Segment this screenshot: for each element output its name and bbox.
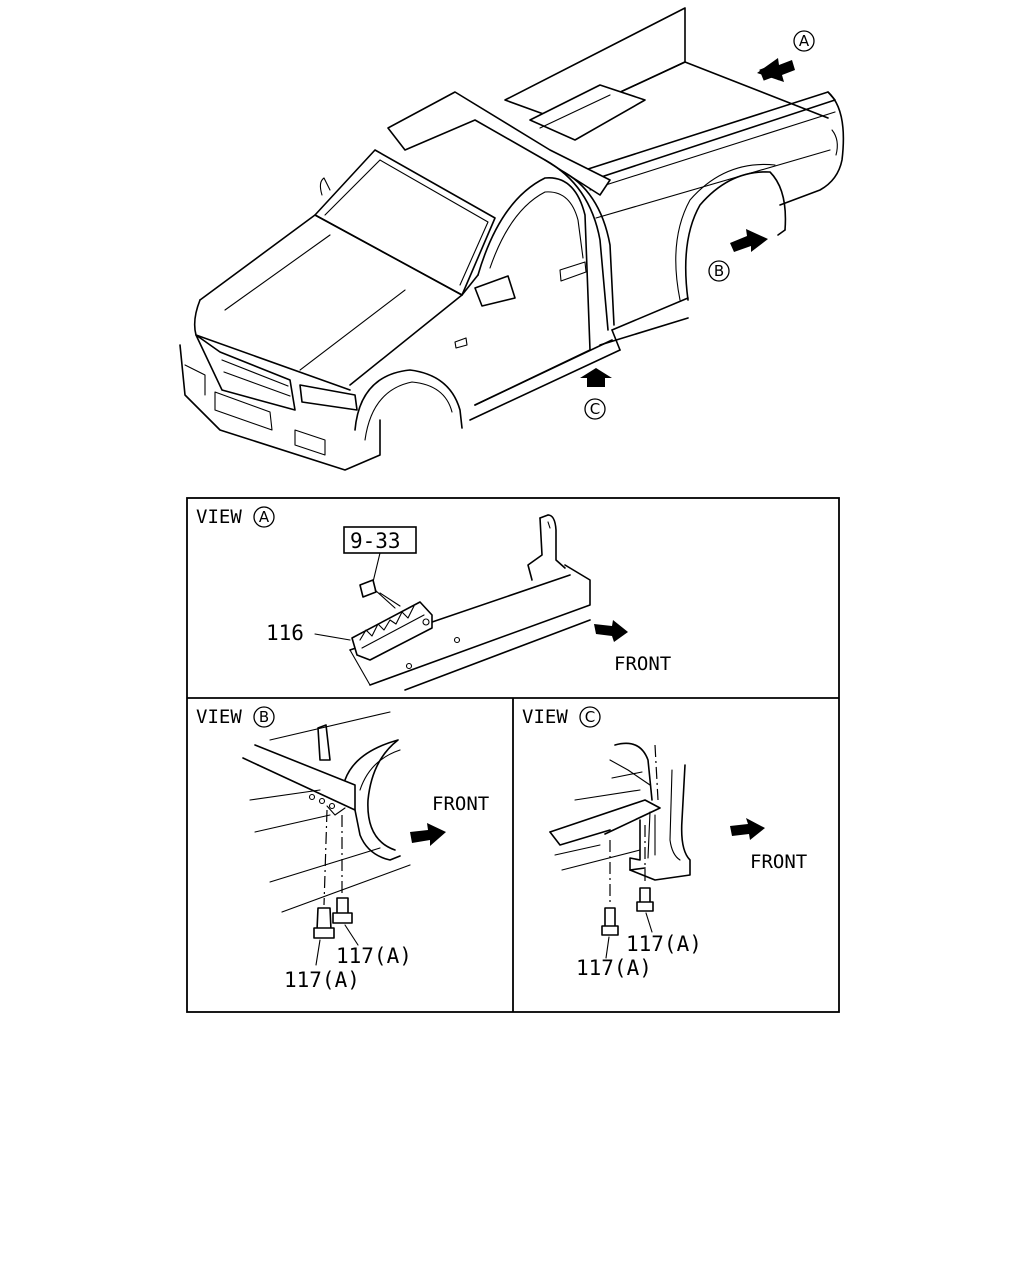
arrow-b-icon: [730, 229, 768, 252]
arrow-c-icon: [580, 368, 612, 387]
view-panels-frame: [186, 497, 840, 1013]
callout-b: B: [708, 260, 730, 282]
front-label-b: FRONT: [432, 793, 489, 815]
view-c-callout: C: [585, 708, 595, 726]
view-c-label: VIEW: [522, 706, 568, 728]
part-117a-label-b-lower: 117(A): [284, 968, 360, 992]
truck-illustration: [179, 7, 845, 471]
part-116-icon: [351, 601, 433, 661]
view-a-label: VIEW: [196, 506, 242, 528]
view-b-label: VIEW: [196, 706, 242, 728]
part-117a-label-b-upper: 117(A): [336, 944, 412, 968]
part-116-label: 116: [266, 621, 304, 645]
ref-9-33-box: [343, 526, 417, 554]
front-arrow-a-icon: [594, 620, 628, 642]
view-b-panel: VIEW B 117(A) 117(A) FRONT: [196, 706, 489, 992]
bolt-117a-c-left-icon: [601, 925, 619, 936]
bolt-117a-c-right-icon: [636, 901, 654, 912]
front-arrow-c-icon: [730, 818, 765, 840]
view-a-callout: A: [259, 508, 270, 526]
svg-text:A: A: [799, 32, 810, 50]
bolt-icon: [359, 579, 377, 598]
bolt-117a-left-icon: [313, 927, 335, 939]
arrow-a-icon: [757, 58, 795, 82]
callout-c: C: [584, 398, 606, 420]
callout-a: A: [793, 30, 815, 52]
bolt-117a-right-icon: [332, 912, 353, 924]
ref-9-33-label: 9-33: [350, 529, 401, 553]
front-label-a: FRONT: [614, 653, 671, 675]
part-117a-label-c-lower: 117(A): [576, 956, 652, 980]
svg-text:B: B: [714, 262, 724, 280]
front-label-c: FRONT: [750, 851, 807, 873]
front-arrow-b-icon: [410, 823, 446, 846]
view-c-panel: VIEW C 117(A) 117(A) FRONT: [522, 706, 807, 980]
svg-text:C: C: [590, 400, 600, 418]
view-a-panel: VIEW A 9-33 116 FRONT: [196, 506, 671, 691]
view-b-callout: B: [259, 708, 269, 726]
part-117a-label-c-upper: 117(A): [626, 932, 702, 956]
